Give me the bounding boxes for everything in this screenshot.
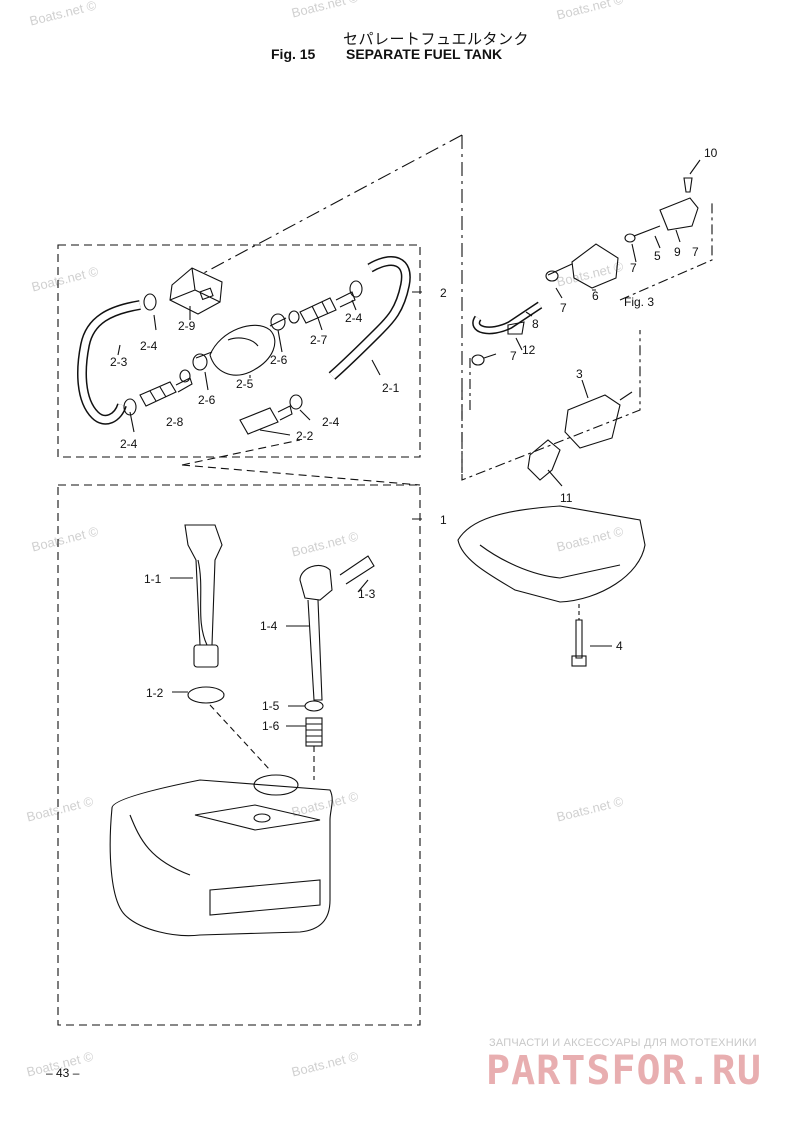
- connector-2-9: [169, 267, 223, 315]
- callout-2-3: 2-3: [110, 355, 128, 369]
- callout-1-3: 1-3: [358, 587, 376, 601]
- fuel-filter-6: [571, 243, 619, 289]
- fig-3-reference: Fig. 3: [624, 295, 654, 309]
- callout-4: 4: [616, 639, 623, 653]
- o-ring-1-2: [187, 686, 225, 704]
- callout-12: 12: [522, 343, 536, 357]
- box-connector-line: [181, 439, 421, 486]
- assembly-1-box: [57, 484, 421, 1026]
- callout-10: 10: [704, 146, 718, 160]
- callout-2: 2: [440, 286, 447, 300]
- page-title-jp: セパレートフュエルタンク: [343, 30, 530, 48]
- clamp-2-4: [143, 293, 157, 311]
- bracket-9: [659, 197, 699, 231]
- brand-logo: PARTSFOR.RU: [486, 1048, 762, 1094]
- primer-bulb-2-5: [209, 324, 276, 376]
- callout-7: 7: [630, 261, 637, 275]
- bolt-4: [575, 619, 583, 659]
- fuel-gauge-1-1: [184, 524, 223, 646]
- callout-1-2: 1-2: [146, 686, 164, 700]
- callout-1: 1: [440, 513, 447, 527]
- callout-7: 7: [560, 301, 567, 315]
- callout-2-5: 2-5: [236, 377, 254, 391]
- fig3-dashed-box: [461, 200, 713, 481]
- fuel-tank: [109, 779, 333, 937]
- page-number: – 43 –: [46, 1066, 80, 1080]
- callout-7: 7: [510, 349, 517, 363]
- callout-1-1: 1-1: [144, 572, 162, 586]
- fitting-2-8: [139, 377, 193, 407]
- callout-2-9: 2-9: [178, 319, 196, 333]
- fitting-12: [507, 321, 525, 335]
- callout-1-4: 1-4: [260, 619, 278, 633]
- callout-5: 5: [654, 249, 661, 263]
- callout-2-4: 2-4: [120, 437, 138, 451]
- connector-2-2: [239, 405, 293, 435]
- callout-1-6: 1-6: [262, 719, 280, 733]
- page-title: SEPARATE FUEL TANK: [346, 46, 503, 62]
- assembly-2-box: [57, 244, 421, 458]
- callout-2-2: 2-2: [296, 429, 314, 443]
- callout-11: 11: [560, 491, 573, 505]
- engine-cover: [457, 505, 646, 603]
- callout-3: 3: [576, 367, 583, 381]
- callout-8: 8: [532, 317, 539, 331]
- screw-10: [683, 177, 693, 193]
- callout-2-6: 2-6: [270, 353, 288, 367]
- o-ring-1-5: [304, 700, 324, 712]
- clamp-2-4: [349, 280, 363, 298]
- callout-1-5: 1-5: [262, 699, 280, 713]
- callout-6: 6: [592, 289, 599, 303]
- pin-5: [633, 225, 661, 237]
- lever-11: [527, 439, 561, 481]
- callout-7: 7: [692, 245, 699, 259]
- clamp-2-4: [289, 394, 303, 410]
- callout-2-8: 2-8: [166, 415, 184, 429]
- pickup-tube-1-4: [307, 599, 323, 701]
- callout-2-4: 2-4: [345, 311, 363, 325]
- elbow-1-3: [299, 555, 375, 601]
- callout-2-1: 2-1: [382, 381, 400, 395]
- fitting-2-7: [299, 291, 356, 324]
- callout-9: 9: [674, 245, 681, 259]
- figure-number: Fig. 15: [271, 46, 316, 62]
- callout-2-7: 2-7: [310, 333, 328, 347]
- fitting-2-6: [192, 353, 208, 371]
- fuel-joint-3: [564, 391, 633, 449]
- callout-2-4: 2-4: [140, 339, 158, 353]
- callout-2-4: 2-4: [322, 415, 340, 429]
- assembly-leader-line: [199, 134, 463, 480]
- brand-tagline: ЗАПЧАСТИ И АКСЕССУАРЫ ДЛЯ МОТОТЕХНИКИ: [489, 1037, 757, 1049]
- callout-2-6: 2-6: [198, 393, 216, 407]
- clip-7: [471, 354, 485, 366]
